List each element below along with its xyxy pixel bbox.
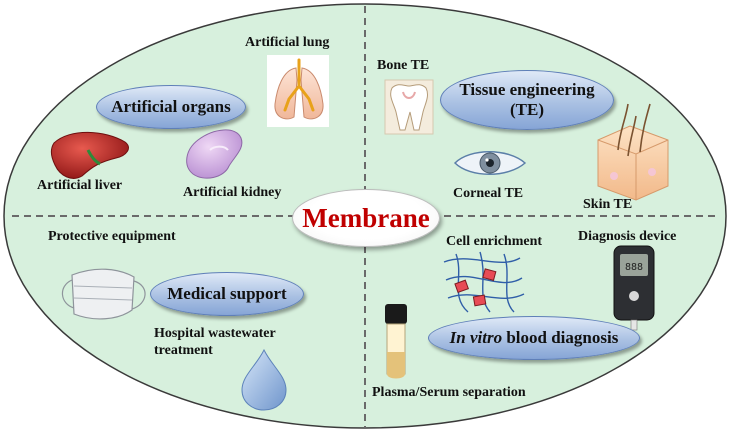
svg-text:888: 888 [625, 262, 643, 273]
membrane-center-label: Membrane [292, 189, 440, 247]
tissue-engineering-pill-line2: (TE) [510, 100, 544, 119]
in-vitro-pill-italic: In vitro [449, 328, 503, 347]
artificial-organs-pill: Artificial organs [96, 85, 246, 129]
label-skin-te: Skin TE [583, 197, 633, 212]
tissue-engineering-pill: Tissue engineering (TE) [440, 70, 614, 130]
label-plasma-serum: Plasma/Serum separation [372, 385, 526, 400]
face-mask-icon [61, 268, 146, 320]
label-artificial-liver: Artificial liver [37, 178, 123, 193]
label-protective-equipment: Protective equipment [48, 229, 176, 244]
lung-icon [267, 55, 329, 127]
eye-icon [453, 151, 527, 175]
kidney-icon [186, 129, 243, 179]
label-cell-enrichment: Cell enrichment [446, 234, 543, 249]
glucose-meter-icon: 888 [613, 245, 655, 331]
water-drop-icon [241, 348, 287, 411]
label-bone-te: Bone TE [377, 58, 430, 73]
blood-tube-icon [385, 304, 407, 379]
label-hospital-wastewater: Hospital wastewater [154, 326, 276, 341]
medical-support-pill: Medical support [150, 272, 304, 316]
membrane-mesh-icon [443, 251, 525, 313]
label-corneal-te: Corneal TE [453, 186, 524, 201]
liver-icon [51, 131, 129, 179]
label-artificial-kidney: Artificial kidney [183, 185, 282, 200]
label-diagnosis-device: Diagnosis device [578, 229, 677, 244]
in-vitro-pill-rest: blood diagnosis [502, 328, 619, 347]
label-artificial-lung: Artificial lung [245, 35, 330, 50]
skin-icon [597, 103, 669, 201]
tissue-engineering-pill-line1: Tissue engineering [459, 80, 595, 99]
in-vitro-pill: In vitro blood diagnosis [428, 316, 640, 360]
tooth-icon [384, 79, 434, 135]
label-hospital-wastewater-line2: treatment [154, 343, 213, 358]
